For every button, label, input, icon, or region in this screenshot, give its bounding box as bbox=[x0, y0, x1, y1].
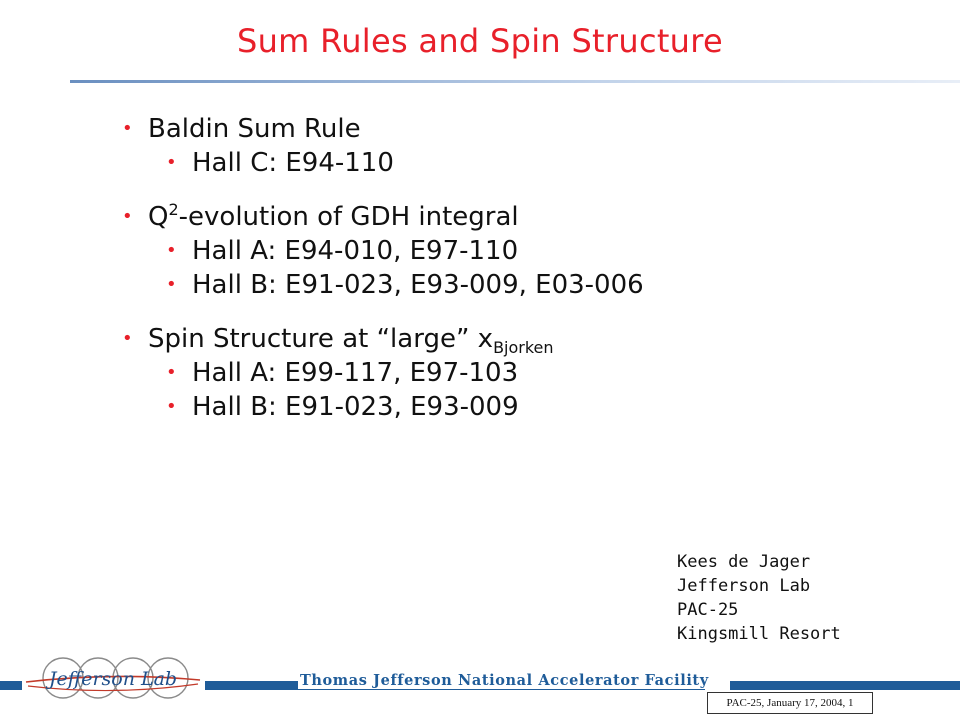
bullet-text: Spin Structure at “large” x bbox=[148, 324, 494, 354]
author-event: PAC-25 bbox=[677, 600, 739, 620]
sub-bullet-hall-b-gdh: • Hall B: E91-023, E93-009, E03-006 bbox=[118, 268, 938, 302]
bullet-baldin-sum-rule: • Baldin Sum Rule bbox=[118, 112, 938, 146]
bullet-icon: • bbox=[122, 206, 133, 227]
title-divider bbox=[70, 80, 960, 83]
bullet-icon: • bbox=[166, 362, 177, 383]
jefferson-lab-logo-icon: Jefferson Lab bbox=[25, 657, 201, 699]
bullet-icon: • bbox=[166, 274, 177, 295]
bullet-text-rest: -evolution of GDH integral bbox=[178, 202, 519, 232]
bullet-icon: • bbox=[122, 118, 133, 139]
sub-bullet-text: Hall B: E91-023, E93-009, E03-006 bbox=[192, 270, 644, 300]
sub-bullet-text: Hall A: E99-117, E97-103 bbox=[192, 358, 519, 388]
author-block: Kees de Jager Jefferson Lab PAC-25 Kings… bbox=[677, 550, 841, 646]
footer-bar-right bbox=[730, 681, 960, 690]
sub-bullet-text: Hall C: E94-110 bbox=[192, 148, 394, 178]
bullet-icon: • bbox=[122, 328, 133, 349]
bullet-icon: • bbox=[166, 152, 177, 173]
bullet-text-subscript: Bjorken bbox=[493, 338, 554, 357]
logo-text: Jefferson Lab bbox=[45, 668, 177, 690]
bullet-icon: • bbox=[166, 240, 177, 261]
bullet-text: Baldin Sum Rule bbox=[148, 114, 361, 144]
bullet-text-q: Q bbox=[148, 202, 169, 232]
bullet-text-superscript: 2 bbox=[168, 200, 179, 219]
sub-bullet-hall-c: • Hall C: E94-110 bbox=[118, 146, 938, 180]
slide-title: Sum Rules and Spin Structure bbox=[236, 22, 724, 60]
bullet-gdh-evolution: • Q2-evolution of GDH integral bbox=[118, 200, 938, 234]
sub-bullet-text: Hall B: E91-023, E93-009 bbox=[192, 392, 519, 422]
sub-bullet-hall-b-spin: • Hall B: E91-023, E93-009 bbox=[118, 390, 938, 424]
author-location: Kingsmill Resort bbox=[677, 624, 841, 644]
slide-content: • Baldin Sum Rule • Hall C: E94-110 • Q2… bbox=[118, 112, 938, 424]
sub-bullet-text: Hall A: E94-010, E97-110 bbox=[192, 236, 519, 266]
author-affiliation: Jefferson Lab bbox=[677, 576, 811, 596]
bullet-spin-structure: • Spin Structure at “large” xBjorken bbox=[118, 322, 938, 356]
sub-bullet-hall-a-spin: • Hall A: E99-117, E97-103 bbox=[118, 356, 938, 390]
bullet-icon: • bbox=[166, 396, 177, 417]
author-name: Kees de Jager bbox=[677, 552, 811, 572]
footer-bar-left bbox=[0, 681, 22, 690]
page-label: PAC-25, January 17, 2004, 1 bbox=[707, 692, 873, 714]
facility-name: Thomas Jefferson National Accelerator Fa… bbox=[298, 672, 711, 689]
sub-bullet-hall-a-gdh: • Hall A: E94-010, E97-110 bbox=[118, 234, 938, 268]
